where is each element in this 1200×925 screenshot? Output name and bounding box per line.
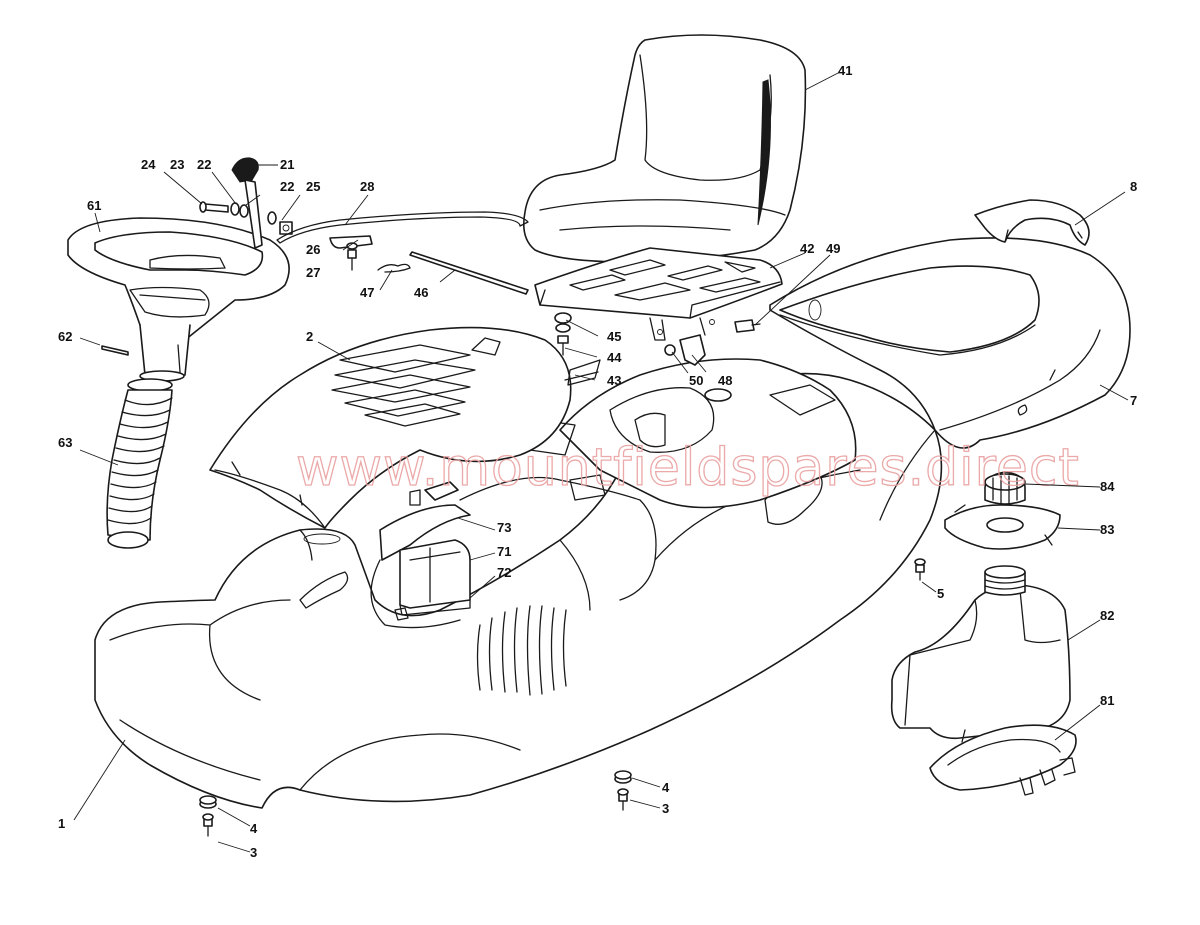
callout-3a: 3 — [250, 845, 257, 860]
split-pin — [377, 263, 411, 273]
callout-43: 43 — [607, 373, 621, 388]
callout-24: 24 — [141, 157, 156, 172]
gaiter — [106, 378, 173, 549]
callout-73: 73 — [497, 520, 511, 535]
callout-23: 23 — [170, 157, 184, 172]
fixings-bottom-left — [199, 795, 217, 837]
tank-collar — [944, 504, 1061, 550]
callout-71: 71 — [497, 544, 511, 559]
cable-clip — [329, 235, 373, 249]
callout-81: 81 — [1100, 693, 1114, 708]
callout-27: 27 — [306, 265, 320, 280]
rear-mudguard — [769, 237, 1131, 449]
callout-7: 7 — [1130, 393, 1137, 408]
callout-22a: 22 — [197, 157, 211, 172]
fixings-43-45 — [554, 312, 572, 356]
callout-50: 50 — [689, 373, 703, 388]
fuel-tank — [890, 565, 1071, 740]
callout-21: 21 — [280, 157, 294, 172]
switch-bracket — [370, 476, 657, 629]
seat-handle — [974, 199, 1090, 246]
callout-22b: 22 — [280, 179, 294, 194]
console — [529, 358, 857, 509]
throttle-cable — [276, 211, 529, 244]
callout-49: 49 — [826, 241, 840, 256]
callout-63: 63 — [58, 435, 72, 450]
callout-61: 61 — [87, 198, 101, 213]
seat-plate — [534, 247, 783, 341]
throttle-lever — [199, 157, 293, 249]
callout-46: 46 — [414, 285, 428, 300]
callout-82: 82 — [1100, 608, 1114, 623]
callout-4a: 4 — [250, 821, 258, 836]
callout-41: 41 — [838, 63, 852, 78]
steering-column — [139, 324, 191, 382]
screw-27 — [346, 242, 358, 271]
callout-3b: 3 — [662, 801, 669, 816]
callout-28: 28 — [360, 179, 374, 194]
steering-wheel — [67, 217, 290, 346]
callout-2: 2 — [306, 329, 313, 344]
fuel-cap — [984, 471, 1026, 505]
tank-tray — [929, 724, 1077, 796]
callout-42: 42 — [800, 241, 814, 256]
callout-83: 83 — [1100, 522, 1114, 537]
callout-8: 8 — [1130, 179, 1137, 194]
callout-44: 44 — [607, 350, 622, 365]
callout-26: 26 — [306, 242, 320, 257]
callout-84: 84 — [1100, 479, 1115, 494]
column-pin — [101, 345, 129, 356]
callout-72: 72 — [497, 565, 511, 580]
callout-48: 48 — [718, 373, 732, 388]
bonnet — [209, 326, 601, 529]
callout-1: 1 — [58, 816, 65, 831]
callout-45: 45 — [607, 329, 621, 344]
screw-5 — [914, 558, 926, 581]
callout-5: 5 — [937, 586, 944, 601]
leader-lines — [73, 71, 1129, 853]
callout-25: 25 — [306, 179, 320, 194]
callout-47: 47 — [360, 285, 374, 300]
seat-switch — [664, 319, 761, 366]
watermark: www.mountfieldspares.direct — [296, 438, 1080, 498]
rod — [409, 251, 529, 295]
seat — [522, 34, 807, 263]
callout-4b: 4 — [662, 780, 670, 795]
callout-labels: 1 2 3 4 3 4 5 7 8 21 22 23 24 22 25 26 2… — [58, 63, 1137, 860]
fixings-bottom-center — [614, 770, 632, 811]
callout-62: 62 — [58, 329, 72, 344]
